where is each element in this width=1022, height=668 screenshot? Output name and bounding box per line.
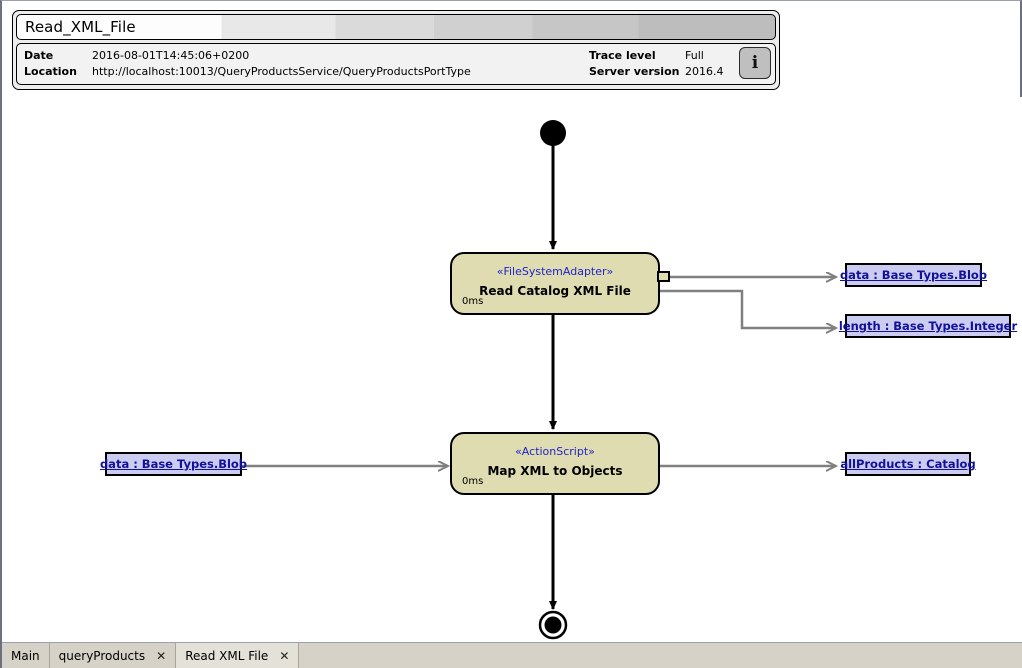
trace-meta-bar: Date 2016-08-01T14:45:06+0200 Location h… xyxy=(16,43,776,85)
data-object-label: data : Base Types.Blob xyxy=(839,268,988,282)
activity-node-map-xml-to-objects[interactable]: «ActionScript» Map XML to Objects 0ms xyxy=(450,432,660,495)
info-icon[interactable]: i xyxy=(739,47,771,79)
activity-stereotype: «FileSystemAdapter» xyxy=(496,265,614,278)
activity-name: Read Catalog XML File xyxy=(479,284,631,298)
tab-queryproducts[interactable]: queryProducts ✕ xyxy=(49,643,177,668)
tab-read-xml-file[interactable]: Read XML File ✕ xyxy=(176,643,300,668)
initial-node[interactable] xyxy=(540,120,566,146)
data-object-data-blob-output[interactable]: data : Base Types.Blob xyxy=(840,263,987,287)
data-object-length-integer[interactable]: length : Base Types.Integer xyxy=(839,314,1017,338)
trace-meta-left-group: Date 2016-08-01T14:45:06+0200 Location h… xyxy=(24,48,471,80)
location-value: http://localhost:10013/QueryProductsServ… xyxy=(92,65,471,78)
activity-node-read-catalog-xml-file[interactable]: «FileSystemAdapter» Read Catalog XML Fil… xyxy=(450,252,660,315)
activity-stereotype: «ActionScript» xyxy=(515,445,595,458)
data-object-label: length : Base Types.Integer xyxy=(838,319,1018,333)
final-node[interactable] xyxy=(544,616,562,634)
location-label: Location xyxy=(24,65,77,78)
activity-diagram-canvas[interactable]: «FileSystemAdapter» Read Catalog XML Fil… xyxy=(4,97,1022,643)
trace-level-value: Full xyxy=(685,49,704,62)
trace-location-row: Location http://localhost:10013/QueryPro… xyxy=(24,64,471,80)
date-value: 2016-08-01T14:45:06+0200 xyxy=(92,49,250,62)
server-version-row: Server version 2016.4 xyxy=(589,64,729,80)
trace-level-label: Trace level xyxy=(589,49,656,62)
tab-main[interactable]: Main xyxy=(2,643,50,668)
trace-level-row: Trace level Full xyxy=(589,48,729,64)
page-title: Read_XML_File xyxy=(25,18,136,36)
tab-label: queryProducts xyxy=(58,648,146,663)
tab-close-icon[interactable]: ✕ xyxy=(156,648,167,663)
tab-close-icon[interactable]: ✕ xyxy=(279,648,290,663)
data-object-label: allProducts : Catalog xyxy=(840,457,976,471)
info-button-glyph: i xyxy=(751,53,759,73)
tab-label: Main xyxy=(11,648,40,663)
data-object-allproducts-catalog[interactable]: allProducts : Catalog xyxy=(840,452,976,476)
data-flow-read-to-length xyxy=(660,289,836,328)
server-version-label: Server version xyxy=(589,65,680,78)
tab-label: Read XML File xyxy=(185,648,269,663)
server-version-value: 2016.4 xyxy=(685,65,724,78)
data-object-data-blob-input[interactable]: data : Base Types.Blob xyxy=(100,452,247,476)
tab-bar-filler xyxy=(299,643,1022,668)
activity-duration: 0ms xyxy=(462,476,484,487)
data-object-label: data : Base Types.Blob xyxy=(99,457,248,471)
trace-title-bar: Read_XML_File xyxy=(16,14,776,40)
activity-name: Map XML to Objects xyxy=(487,464,623,478)
date-label: Date xyxy=(24,49,54,62)
diagram-connectors xyxy=(242,120,1022,640)
activity-duration: 0ms xyxy=(462,296,484,307)
trace-header-panel: Read_XML_File Date 2016-08-01T14:45:06+0… xyxy=(12,10,780,90)
trace-date-row: Date 2016-08-01T14:45:06+0200 xyxy=(24,48,471,64)
output-pin-data[interactable] xyxy=(657,271,670,282)
tab-bar: Main queryProducts ✕ Read XML File ✕ xyxy=(2,642,1022,668)
trace-meta-right-group: Trace level Full Server version 2016.4 xyxy=(589,48,729,80)
